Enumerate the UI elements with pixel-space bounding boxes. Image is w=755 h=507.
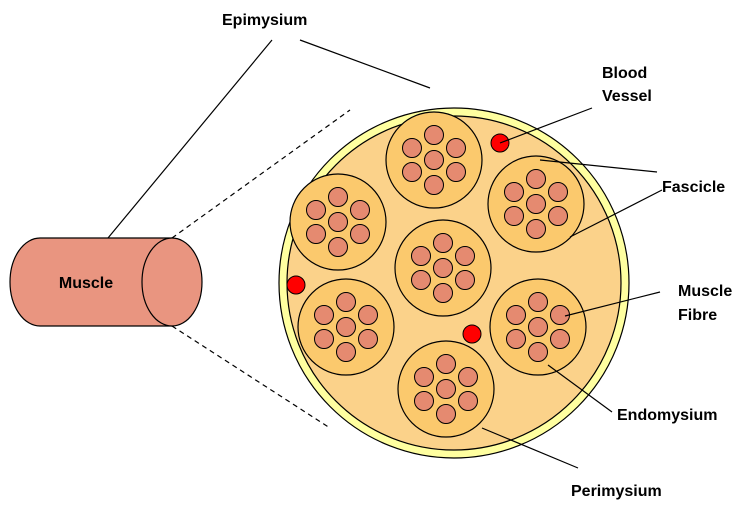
fascicle-label: Fascicle [662,179,725,196]
muscle-fibre [456,271,475,290]
muscle-fibre [425,126,444,145]
endomysium-label: Endomysium [617,407,717,424]
muscle-fibre [307,225,326,244]
muscle-fibre [507,306,526,325]
muscle-fibre [415,392,434,411]
blood-vessel-label-line1: Blood [602,65,647,82]
muscle-label: Muscle [59,275,113,292]
epimysium-pointer-line-2 [300,40,430,88]
muscle-fibre [329,213,348,232]
muscle-fibre [412,271,431,290]
blood-vessel-label-line2: Vessel [602,88,652,105]
muscle-fibre [425,176,444,195]
muscle-fibre [337,293,356,312]
muscle-fibre [456,247,475,266]
muscle-fibre [434,259,453,278]
muscle-fibre [459,392,478,411]
muscle-fibre [551,330,570,349]
muscle-fibre [447,163,466,182]
muscle-fibre [505,207,524,226]
muscle-fibre [337,318,356,337]
muscle-fibre [351,225,370,244]
muscle-fibre [529,293,548,312]
muscle-fibre [315,306,334,325]
blood-vessel [463,325,481,343]
muscle-fibre [329,188,348,207]
muscle-fibre [359,330,378,349]
muscle-fibre [527,220,546,239]
perimysium-label: Perimysium [571,483,662,500]
epimysium-pointer-line-1 [108,40,272,238]
blood-vessel [287,276,305,294]
epimysium-label: Epimysium [222,12,307,29]
muscle-fibre-label-line2: Fibre [678,307,717,324]
muscle-fibre [549,183,568,202]
muscle-fibre [434,234,453,253]
muscle-fibre [437,355,456,374]
muscle-fibre [351,201,370,220]
muscle-fibre [403,163,422,182]
muscle-fibre-label-line1: Muscle [678,283,732,300]
muscle-fibre [437,405,456,424]
muscle-fibre [529,343,548,362]
muscle-fibre [403,139,422,158]
muscle-cylinder: Muscle [10,238,202,326]
muscle-fibre [529,318,548,337]
muscle-fibre [415,368,434,387]
muscle-fibre [359,306,378,325]
muscle-fibre [527,170,546,189]
muscle-fibre [307,201,326,220]
muscle-fibre [425,151,444,170]
muscle-fibre [412,247,431,266]
muscle-fibre [505,183,524,202]
muscle-fibre [459,368,478,387]
muscle-fibre [437,380,456,399]
muscle-fibre [447,139,466,158]
muscle-fibre [507,330,526,349]
muscle-fibre [337,343,356,362]
muscle-fibre [434,284,453,303]
muscle-fibre [329,238,348,257]
cross-section [279,108,629,458]
muscle-fibre [549,207,568,226]
muscle-fibre [527,195,546,214]
muscle-cylinder-end [142,238,202,326]
muscle-fibre [315,330,334,349]
